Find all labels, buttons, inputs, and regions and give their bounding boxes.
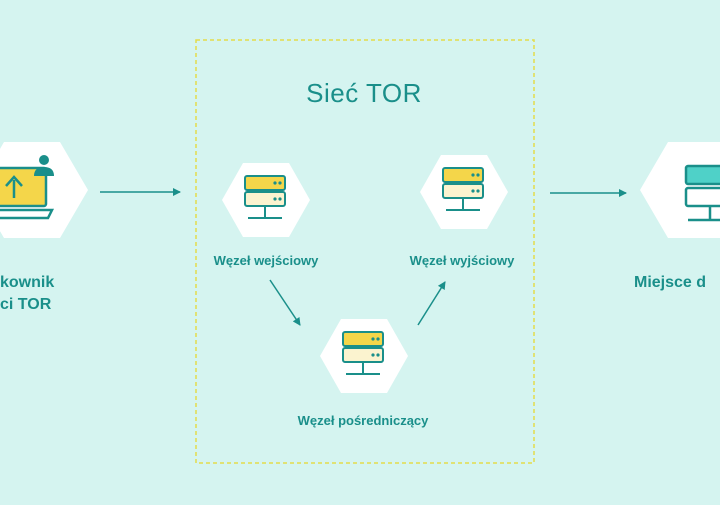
- user-node: [0, 142, 88, 238]
- arrow-middle-to-exit: [417, 281, 446, 326]
- tor-network-boundary: [195, 39, 535, 464]
- middle-node: [320, 319, 408, 393]
- destination-label: Miejsce d: [634, 274, 707, 291]
- server-icon-middle: [342, 331, 384, 375]
- user-label-line2: ci TOR: [0, 296, 52, 313]
- destination-node: [640, 142, 720, 238]
- entry-node: [222, 163, 310, 237]
- server-icon-exit: [442, 167, 484, 211]
- server-icon-entry: [244, 175, 286, 219]
- laptop-upload-icon: [0, 166, 55, 220]
- server-monitor-icon: [684, 164, 720, 222]
- network-title: Sieć TOR: [306, 78, 422, 108]
- user-label-line1: kownik: [0, 274, 55, 291]
- exit-node-label: Węzeł wyjściowy: [409, 253, 515, 268]
- person-icon: [34, 155, 54, 176]
- entry-node-label: Węzeł wejściowy: [213, 253, 319, 268]
- exit-node: [420, 155, 508, 229]
- arrow-entry-to-middle: [269, 279, 301, 326]
- middle-node-label: Węzeł pośredniczący: [297, 413, 429, 428]
